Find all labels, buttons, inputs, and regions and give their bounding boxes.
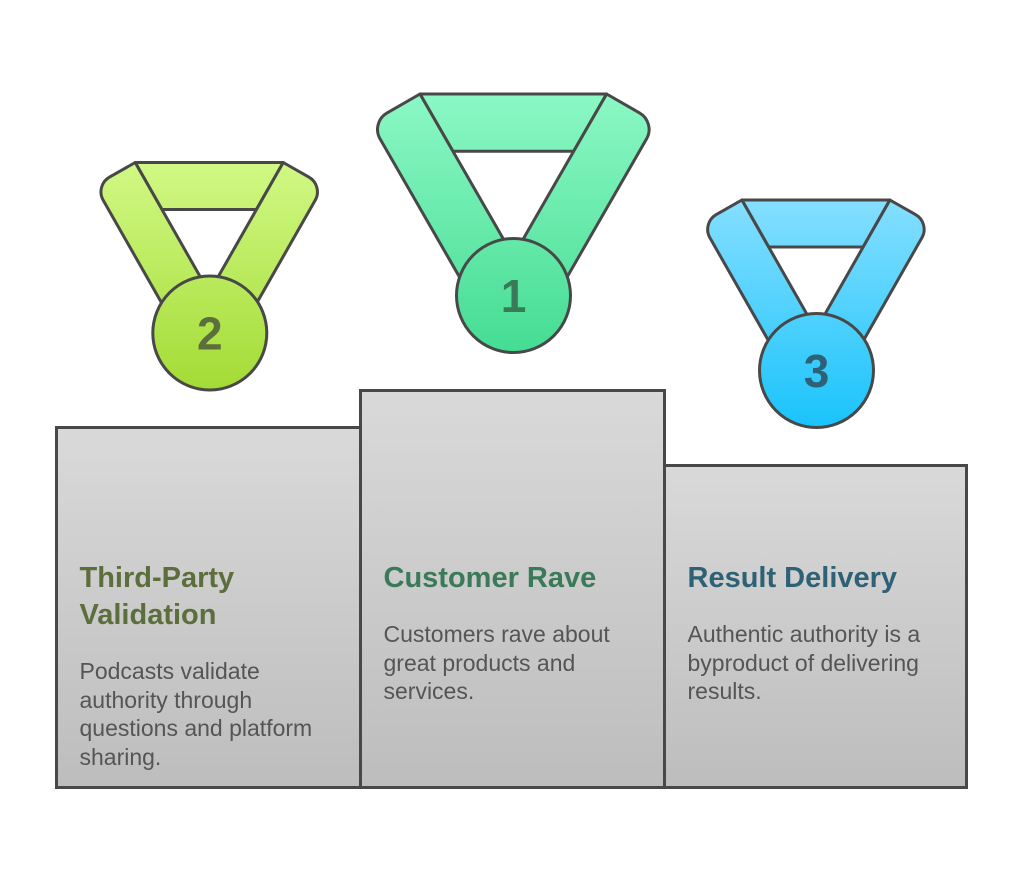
first-place-step: Customer Rave Customers rave about great… [359,389,666,789]
step-content: Third-Party Validation Podcasts validate… [80,560,338,771]
step-content: Customer Rave Customers rave about great… [384,560,642,706]
second-place-step: Third-Party Validation Podcasts validate… [55,426,362,789]
medal-disc [151,274,269,392]
medal-disc [455,237,572,354]
medal-rank-number: 2 [197,308,223,360]
medal-ribbon-strap-right [497,92,651,292]
step-description: Podcasts validate authority through ques… [79,658,313,770]
medal-rank-number: 1 [501,270,527,322]
step-description: Authentic authority is a byproduct of de… [687,621,921,705]
step-description: Customers rave about great products and … [383,621,610,705]
step-content: Result Delivery Authentic authority is a… [688,560,946,706]
first-place-medal-icon: 1 [376,92,651,354]
step-title: Result Delivery [687,562,898,594]
medal-ribbon-strap-left [376,92,529,292]
second-place-medal-icon: 2 [99,161,319,392]
step-title: Customer Rave [383,562,597,594]
medal-disc [758,312,875,429]
third-place-step: Result Delivery Authentic authority is a… [663,464,968,789]
medal-rank-number: 3 [804,345,830,397]
step-title: Third-Party Validation [79,562,235,631]
third-place-medal-icon: 3 [706,198,926,429]
